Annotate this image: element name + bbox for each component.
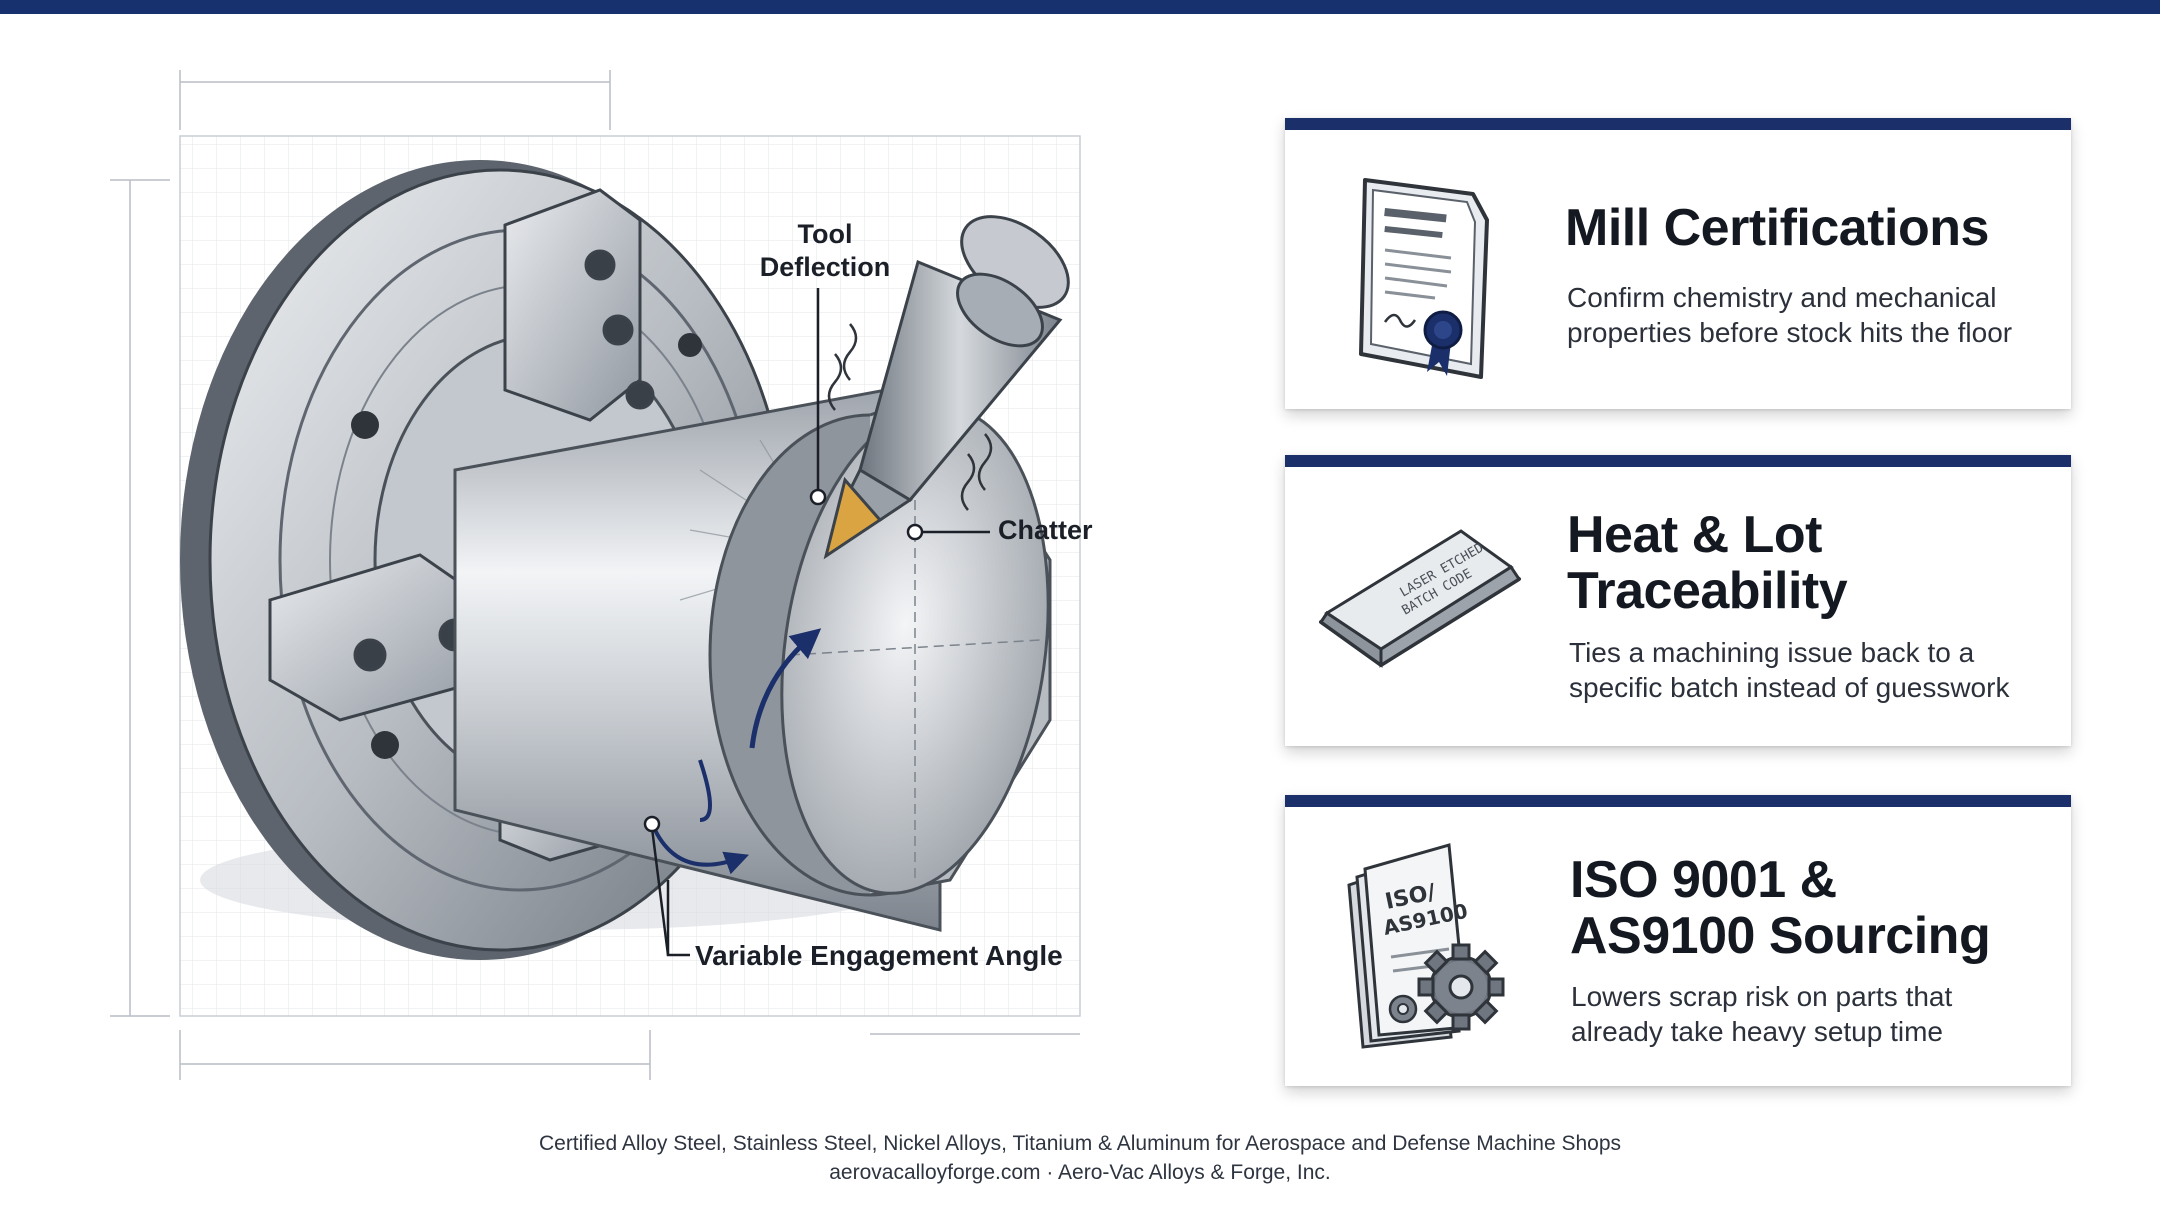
card-heat-lot-traceability: LASER ETCHED BATCH CODE Heat & Lot Trace… [1285,455,2071,746]
footer-tagline: Certified Alloy Steel, Stainless Steel, … [538,1132,1622,1155]
card-iso-as9100-sourcing: ISO/ AS9100 ISO 9001 & AS9100 S [1285,795,2071,1086]
callout-leaders [643,288,990,957]
cutting-tool [823,215,1070,560]
card-description: Lowers scrap risk on parts that already … [1571,981,1953,1047]
engagement-swing-arrow [653,829,750,875]
engagement-angle-label: Variable Engagement Angle [695,940,1063,971]
tool-deflection-label: Tool Deflection [759,219,891,282]
chatter-marks [827,323,993,511]
dimension-lines [110,70,1080,1080]
card-title: ISO 9001 & AS9100 Sourcing [1570,851,1991,965]
certificate-icon [1359,178,1489,379]
card-title: Mill Certifications [1565,199,1989,257]
top-accent-bar [0,0,2160,14]
card-description: Ties a machining issue back to a specifi… [1569,637,2010,703]
workpiece-bar [453,378,1052,932]
card-title: Heat & Lot Traceability [1567,506,1848,620]
iso-document-gear-icon: ISO/ AS9100 [1347,843,1505,1049]
engagement-arrow [698,759,712,822]
ingot-icon: LASER ETCHED BATCH CODE [1318,529,1522,668]
card-description: Confirm chemistry and mechanical propert… [1567,282,2013,348]
card-mill-certifications: Mill Certifications Confirm chemistry an… [1285,118,2071,409]
rotation-arrow [749,628,822,749]
chatter-label: Chatter [998,515,1093,545]
footer-website: aerovacalloyforge.com · Aero-Vac Alloys … [829,1161,1331,1184]
